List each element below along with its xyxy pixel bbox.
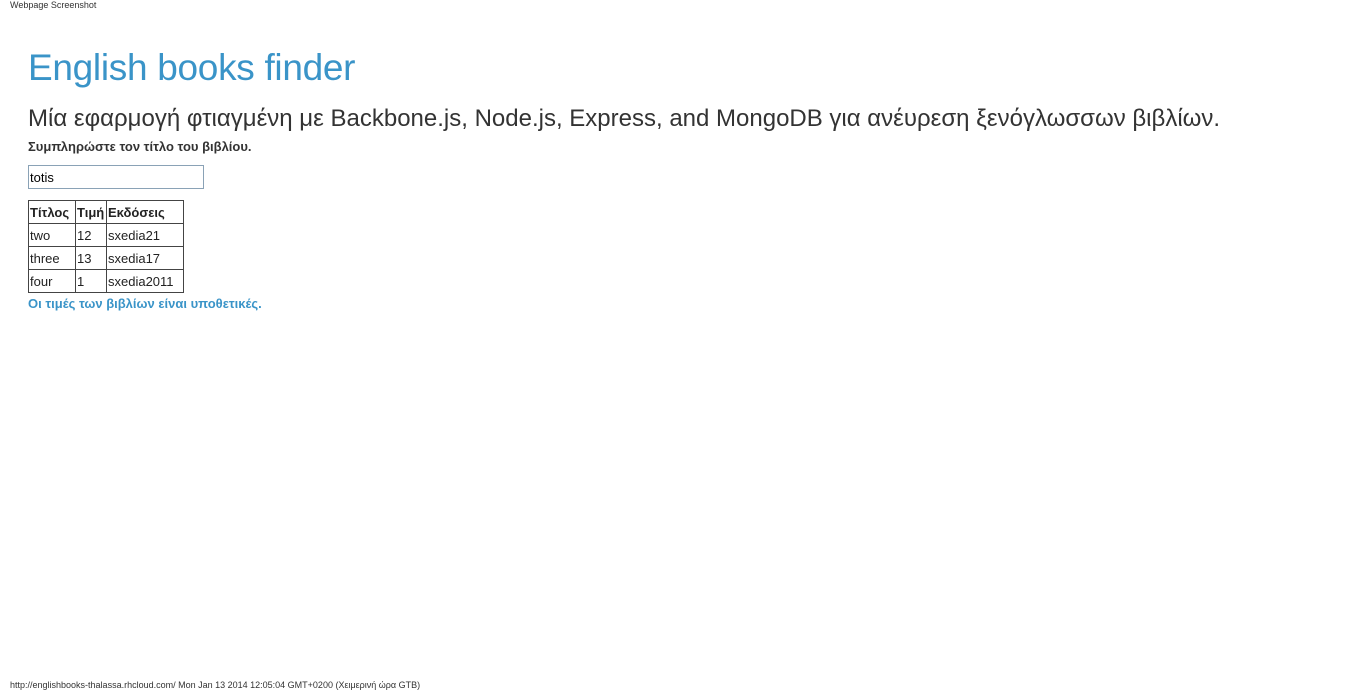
cell-publisher: sxedia2011	[106, 269, 184, 293]
column-header-title: Τίτλος	[28, 200, 76, 224]
table-row: three 13 sxedia17	[28, 246, 184, 270]
table-row: four 1 sxedia2011	[28, 269, 184, 293]
page-title: English books finder	[28, 47, 356, 88]
cell-price: 1	[75, 269, 107, 293]
screenshot-top-caption: Webpage Screenshot	[10, 0, 97, 10]
page-subtitle: Μία εφαρμογή φτιαγμένη με Backbone.js, N…	[28, 105, 1221, 132]
cell-title: three	[28, 246, 76, 270]
cell-title: two	[28, 223, 76, 247]
cell-title: four	[28, 269, 76, 293]
column-header-publisher: Εκδόσεις	[106, 200, 184, 224]
search-instruction: Συμπληρώστε τον τίτλο του βιβλίου.	[28, 139, 252, 154]
price-disclaimer: Οι τιμές των βιβλίων είναι υποθετικές.	[28, 296, 262, 311]
cell-price: 12	[75, 223, 107, 247]
column-header-price: Τιμή	[75, 200, 107, 224]
search-input[interactable]	[28, 165, 204, 189]
cell-publisher: sxedia17	[106, 246, 184, 270]
cell-publisher: sxedia21	[106, 223, 184, 247]
main-content: English books finder Μία εφαρμογή φτιαγμ…	[28, 46, 1328, 313]
table-header-row: Τίτλος Τιμή Εκδόσεις	[28, 200, 184, 224]
books-table: Τίτλος Τιμή Εκδόσεις two 12 sxedia21 thr…	[28, 200, 184, 293]
cell-price: 13	[75, 246, 107, 270]
screenshot-bottom-caption: http://englishbooks-thalassa.rhcloud.com…	[10, 680, 421, 690]
table-row: two 12 sxedia21	[28, 223, 184, 247]
